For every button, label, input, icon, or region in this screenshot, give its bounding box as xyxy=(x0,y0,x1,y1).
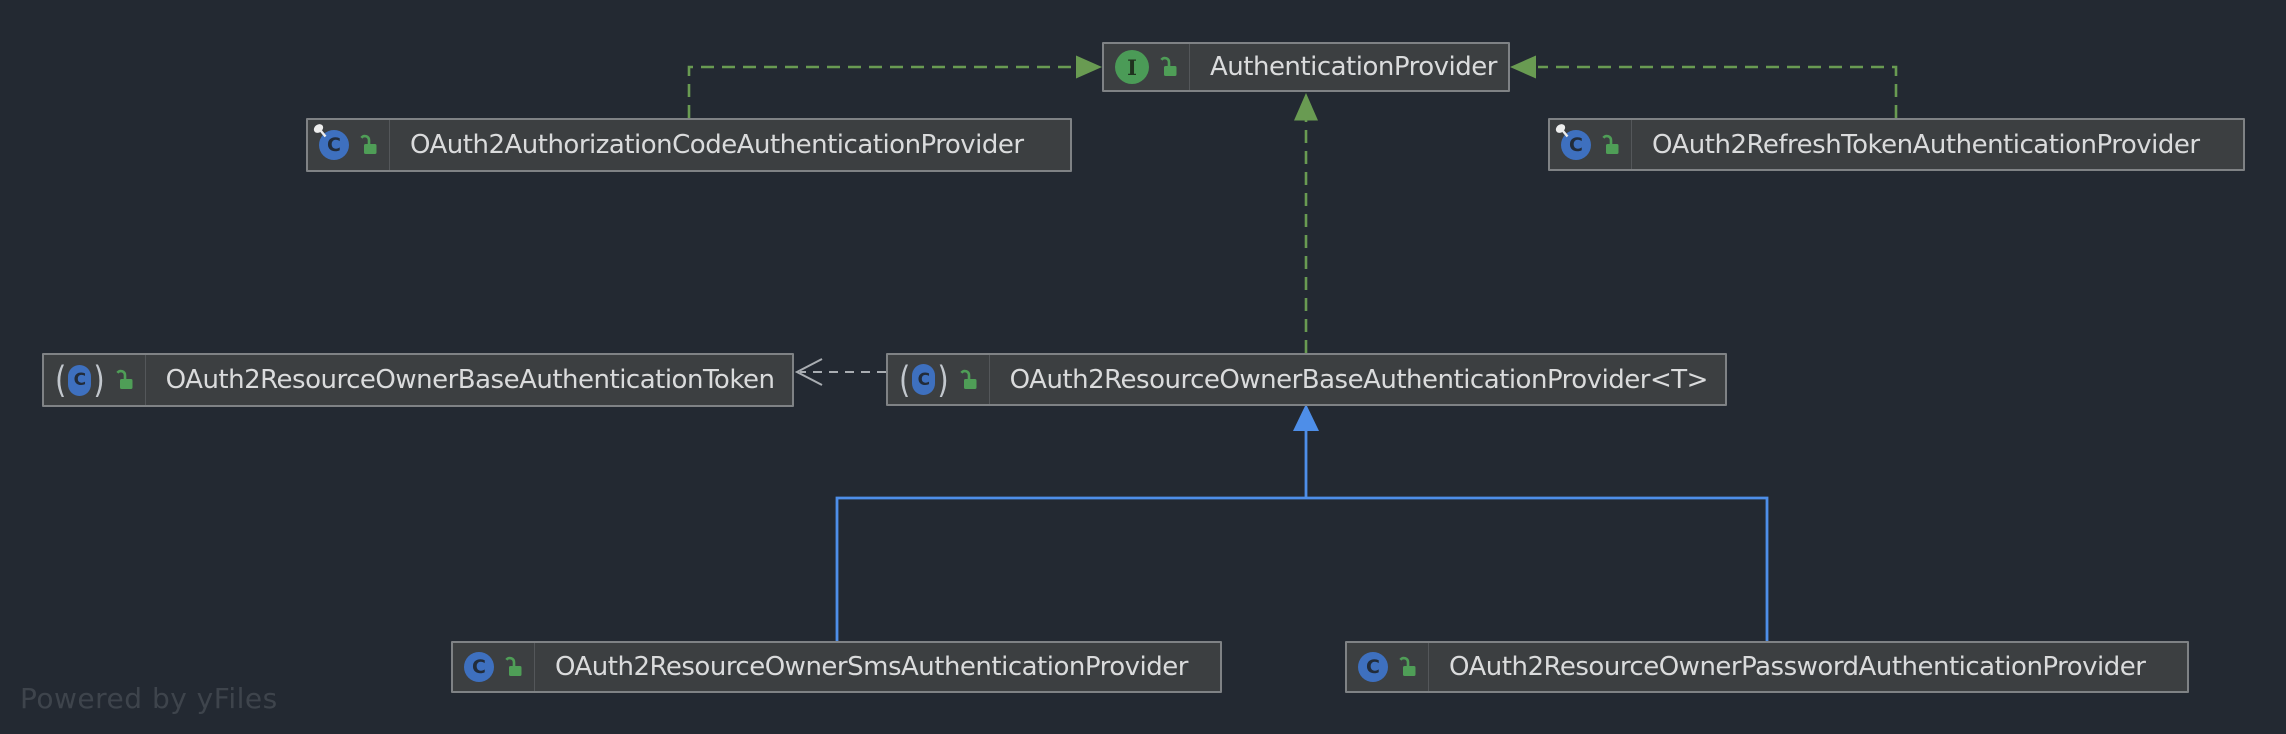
node-oauth2-resource-owner-sms-authentication-provider[interactable]: C OAuth2ResourceOwnerSmsAuthenticationPr… xyxy=(451,641,1222,693)
class-icon-letter: C xyxy=(917,369,931,390)
class-icon-letter: C xyxy=(327,134,341,156)
node-oauth2-resource-owner-base-authentication-provider[interactable]: ( C ) OAuth2ResourceOwnerBaseAuthenticat… xyxy=(886,353,1727,406)
public-unlocked-icon xyxy=(505,656,522,676)
node-oauth2-refresh-token-authentication-provider[interactable]: C OAuth2RefreshTokenAuthenticationProvid… xyxy=(1548,118,2245,171)
edge-line xyxy=(1306,496,1769,641)
public-unlocked-icon xyxy=(360,134,377,154)
final-pin-icon xyxy=(313,124,327,138)
class-icon-letter: C xyxy=(73,370,87,390)
class-icon-letter: C xyxy=(1569,133,1583,156)
edge-line xyxy=(1538,65,1898,118)
node-oauth2-resource-owner-password-authentication-provider[interactable]: C OAuth2ResourceOwnerPasswordAuthenticat… xyxy=(1345,641,2189,693)
node-label: OAuth2ResourceOwnerSmsAuthenticationProv… xyxy=(555,652,1188,682)
edge-line xyxy=(687,65,1074,118)
node-label: OAuth2ResourceOwnerPasswordAuthenticatio… xyxy=(1449,652,2146,682)
edge-dependency-token[interactable] xyxy=(794,358,886,386)
class-icon-letter: C xyxy=(472,656,486,678)
class-icon-letter: C xyxy=(1366,656,1380,678)
node-oauth2-resource-owner-base-authentication-token[interactable]: ( C ) OAuth2ResourceOwnerBaseAuthenticat… xyxy=(42,353,794,407)
node-label: OAuth2ResourceOwnerBaseAuthenticationPro… xyxy=(1009,364,1709,395)
node-label: OAuth2RefreshTokenAuthenticationProvider xyxy=(1652,129,2200,160)
arrowhead-dependency xyxy=(794,358,823,386)
node-icon-cell: ( C ) xyxy=(888,355,990,404)
interface-icon: I xyxy=(1115,50,1149,84)
edge-extends-sms[interactable] xyxy=(835,496,1306,641)
yfiles-watermark: Powered by yFiles xyxy=(20,682,278,715)
public-unlocked-icon xyxy=(1160,56,1177,76)
node-icon-cell: C xyxy=(1550,120,1632,169)
edge-implements-authorization-code[interactable] xyxy=(687,55,1102,119)
class-icon: C xyxy=(1358,652,1388,682)
public-unlocked-icon xyxy=(116,369,133,389)
abstract-class-icon: ( C ) xyxy=(899,358,949,401)
node-icon-cell: C xyxy=(453,643,535,691)
arrowhead-extends xyxy=(1293,404,1319,431)
arrowhead-implements xyxy=(1076,55,1102,79)
node-oauth2-authorization-code-authentication-provider[interactable]: C OAuth2AuthorizationCodeAuthenticationP… xyxy=(306,118,1072,172)
final-class-icon: C xyxy=(1555,123,1591,160)
final-class-icon: C xyxy=(313,124,349,160)
public-unlocked-icon xyxy=(1399,656,1416,676)
node-label: OAuth2AuthorizationCodeAuthenticationPro… xyxy=(410,130,1024,160)
arrowhead-implements xyxy=(1294,93,1318,121)
node-icon-cell: C xyxy=(1347,643,1429,691)
edge-implements-refresh-token[interactable] xyxy=(1510,55,1898,119)
edge-implements-base-provider[interactable] xyxy=(1294,93,1318,353)
public-unlocked-icon xyxy=(960,369,977,389)
abstract-class-icon: ( C ) xyxy=(55,358,105,402)
node-icon-cell: ( C ) xyxy=(44,355,146,405)
node-icon-cell: C xyxy=(308,120,390,170)
node-label: AuthenticationProvider xyxy=(1210,52,1497,82)
final-pin-icon xyxy=(1555,123,1569,137)
node-icon-cell: I xyxy=(1104,44,1190,90)
interface-icon-letter: I xyxy=(1127,54,1137,80)
edge-extends-password[interactable] xyxy=(1306,496,1769,641)
edge-extends-arrow[interactable] xyxy=(1293,404,1319,498)
node-label: OAuth2ResourceOwnerBaseAuthenticationTok… xyxy=(165,365,775,395)
node-authentication-provider[interactable]: I AuthenticationProvider xyxy=(1102,42,1510,92)
public-unlocked-icon xyxy=(1602,134,1619,154)
arrowhead-implements xyxy=(1510,55,1536,79)
class-icon: C xyxy=(464,652,494,682)
edge-line xyxy=(835,496,1306,641)
